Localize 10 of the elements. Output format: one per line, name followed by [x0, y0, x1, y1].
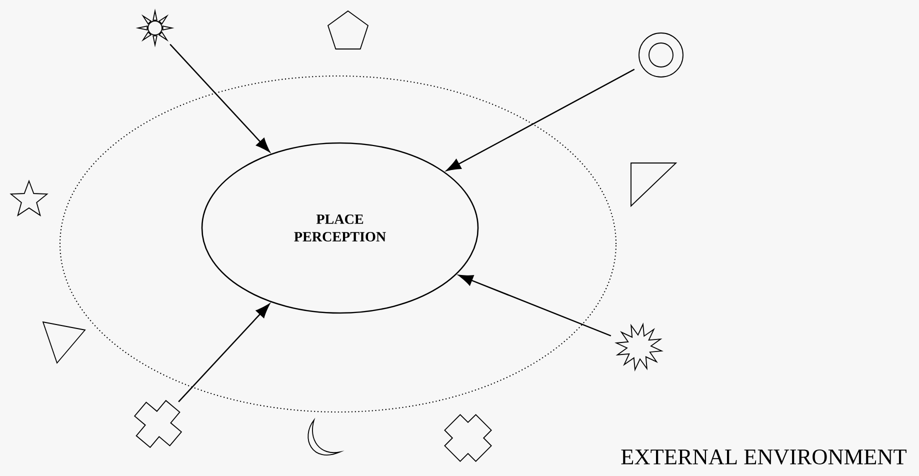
arrow — [458, 274, 612, 336]
ring-icon — [638, 32, 684, 78]
crescent-icon — [308, 420, 340, 456]
arrow — [178, 304, 270, 402]
cross-icon — [444, 414, 492, 462]
arrow — [446, 68, 635, 172]
environment-label: EXTERNAL ENVIRONMENT — [621, 449, 906, 465]
arrow — [170, 44, 270, 152]
sun-icon — [136, 8, 174, 48]
boundary-ellipse — [59, 75, 617, 413]
